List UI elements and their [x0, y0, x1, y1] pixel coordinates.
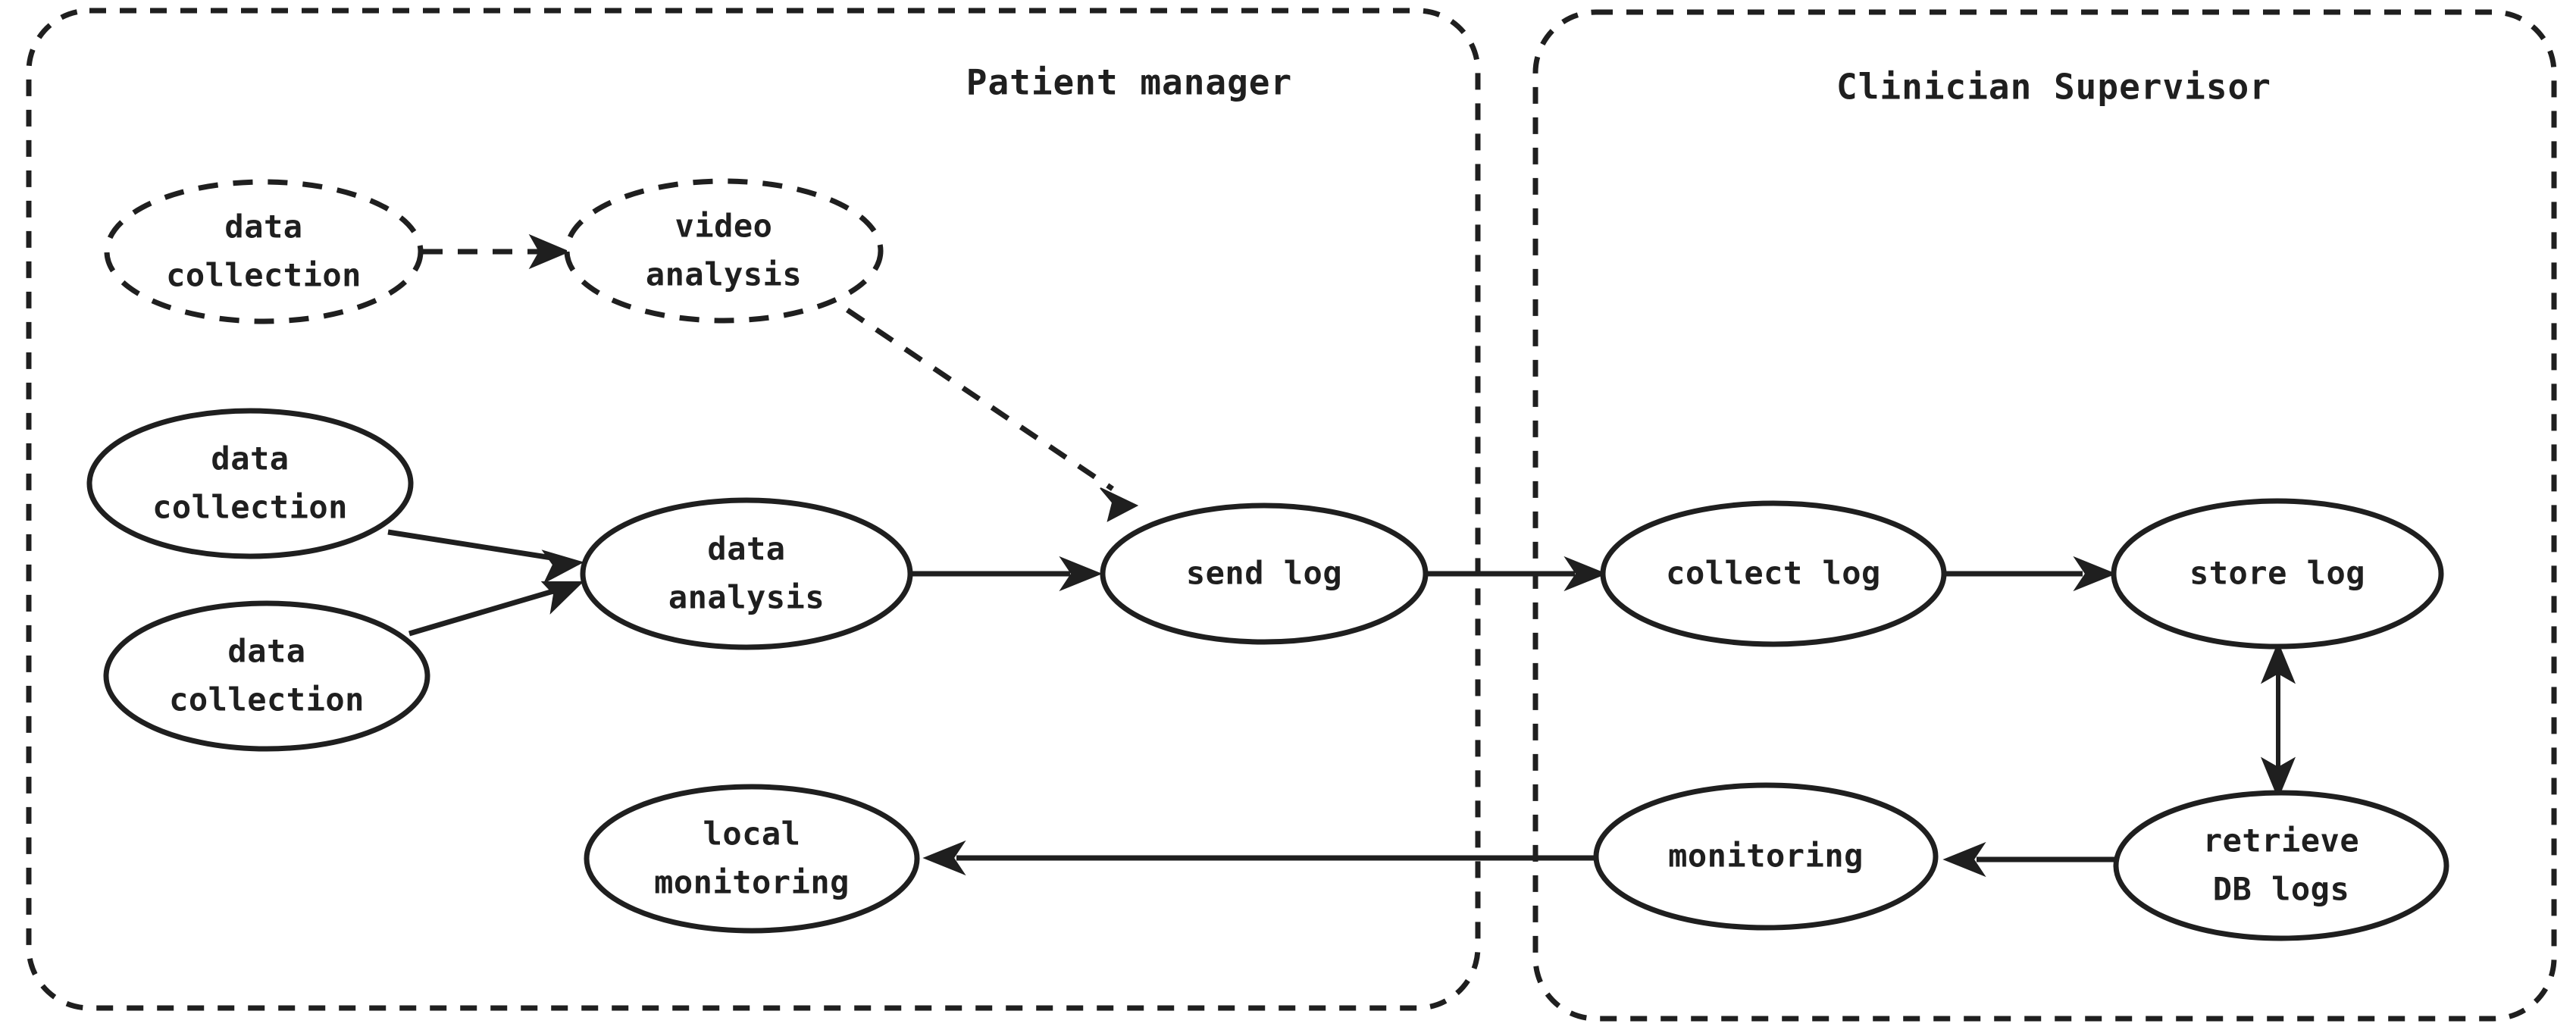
- cluster-patient-manager-border: [26, 8, 1481, 1011]
- edge-data-analysis-to-send-log: [911, 556, 1103, 592]
- arrowhead-icon: [540, 581, 584, 615]
- edge-collect-log-to-store-log: [1945, 556, 2117, 592]
- node-data-collection-1[interactable]: data collection: [86, 408, 414, 559]
- edge-send-log-to-collect-log: [1426, 556, 1607, 592]
- edge-data-collection-to-video-analysis: [423, 233, 571, 270]
- node-shape[interactable]: [1600, 500, 1947, 647]
- node-send-log[interactable]: send log: [1100, 502, 1429, 645]
- arrowhead-icon: [541, 549, 584, 584]
- arrowhead-icon: [2073, 556, 2117, 592]
- node-data-collection-2[interactable]: data collection: [103, 600, 430, 752]
- node-label-line-1: retrieve: [2203, 822, 2359, 859]
- arrowhead-icon: [922, 840, 966, 876]
- node-label-line-1: monitoring: [1668, 837, 1864, 875]
- node-label-line-2: collection: [166, 257, 362, 294]
- node-label-line-1: data: [224, 208, 302, 246]
- arrowhead-icon: [1942, 841, 1986, 878]
- node-shape[interactable]: [584, 784, 920, 934]
- arrowhead-up-icon: [2260, 641, 2296, 684]
- node-shape[interactable]: [580, 497, 913, 650]
- cluster-patient-manager: Patient manager: [26, 8, 1481, 1011]
- edge-store-log-retrieve-db-logs-bidirectional: [2260, 641, 2296, 800]
- node-label-line-1: video: [675, 208, 773, 245]
- node-label-line-1: data: [211, 440, 289, 477]
- arrowhead-icon: [528, 233, 571, 270]
- node-shape[interactable]: [1593, 782, 1939, 931]
- node-monitoring[interactable]: monitoring: [1593, 782, 1939, 931]
- node-label-line-1: collect log: [1666, 555, 1881, 592]
- node-data-collection-video[interactable]: data collection: [104, 179, 424, 324]
- node-shape[interactable]: [564, 178, 884, 324]
- node-label-line-2: monitoring: [654, 864, 850, 901]
- node-label-line-2: analysis: [668, 579, 825, 616]
- node-retrieve-db-logs[interactable]: retrieve DB logs: [2113, 790, 2449, 941]
- node-label-line-1: store log: [2189, 555, 2365, 592]
- node-label-line-2: DB logs: [2213, 871, 2350, 908]
- node-local-monitoring[interactable]: local monitoring: [584, 784, 920, 934]
- node-label-line-2: collection: [152, 489, 348, 526]
- node-label-line-1: data: [707, 531, 785, 568]
- edge-line: [408, 588, 554, 637]
- arrowhead-icon: [1059, 556, 1103, 592]
- node-label-line-2: collection: [169, 681, 365, 718]
- edge-line: [846, 308, 1114, 491]
- node-shape[interactable]: [2113, 790, 2449, 941]
- edge-data-collection-2-to-data-analysis: [408, 581, 584, 637]
- edge-monitoring-to-local-monitoring: [922, 840, 1595, 876]
- edge-line: [387, 529, 552, 561]
- edge-data-collection-1-to-data-analysis: [387, 529, 584, 584]
- cluster-clinician-supervisor-border: [1532, 9, 2557, 1022]
- cluster-clinician-supervisor: Clinician Supervisor: [1532, 9, 2557, 1022]
- node-shape[interactable]: [2111, 498, 2444, 650]
- arrowhead-down-icon: [2260, 756, 2296, 800]
- node-shape[interactable]: [104, 179, 424, 324]
- node-shape[interactable]: [1100, 502, 1429, 645]
- edge-video-analysis-to-send-log: [846, 308, 1139, 522]
- node-data-analysis[interactable]: data analysis: [580, 497, 913, 650]
- edge-retrieve-db-logs-to-monitoring: [1942, 841, 2116, 878]
- node-shape[interactable]: [103, 600, 430, 752]
- node-label-line-1: send log: [1186, 555, 1342, 592]
- node-label-line-1: local: [703, 816, 801, 853]
- node-collect-log[interactable]: collect log: [1600, 500, 1947, 647]
- node-label-line-2: analysis: [646, 256, 802, 293]
- node-label-line-1: data: [227, 633, 305, 670]
- arrowhead-icon: [1563, 556, 1607, 592]
- arrowhead-icon: [1100, 487, 1139, 522]
- node-video-analysis[interactable]: video analysis: [564, 178, 884, 324]
- cluster-patient-manager-label: Patient manager: [966, 62, 1292, 103]
- node-store-log[interactable]: store log: [2111, 498, 2444, 650]
- cluster-clinician-supervisor-label: Clinician Supervisor: [1836, 67, 2271, 108]
- node-shape[interactable]: [86, 408, 414, 559]
